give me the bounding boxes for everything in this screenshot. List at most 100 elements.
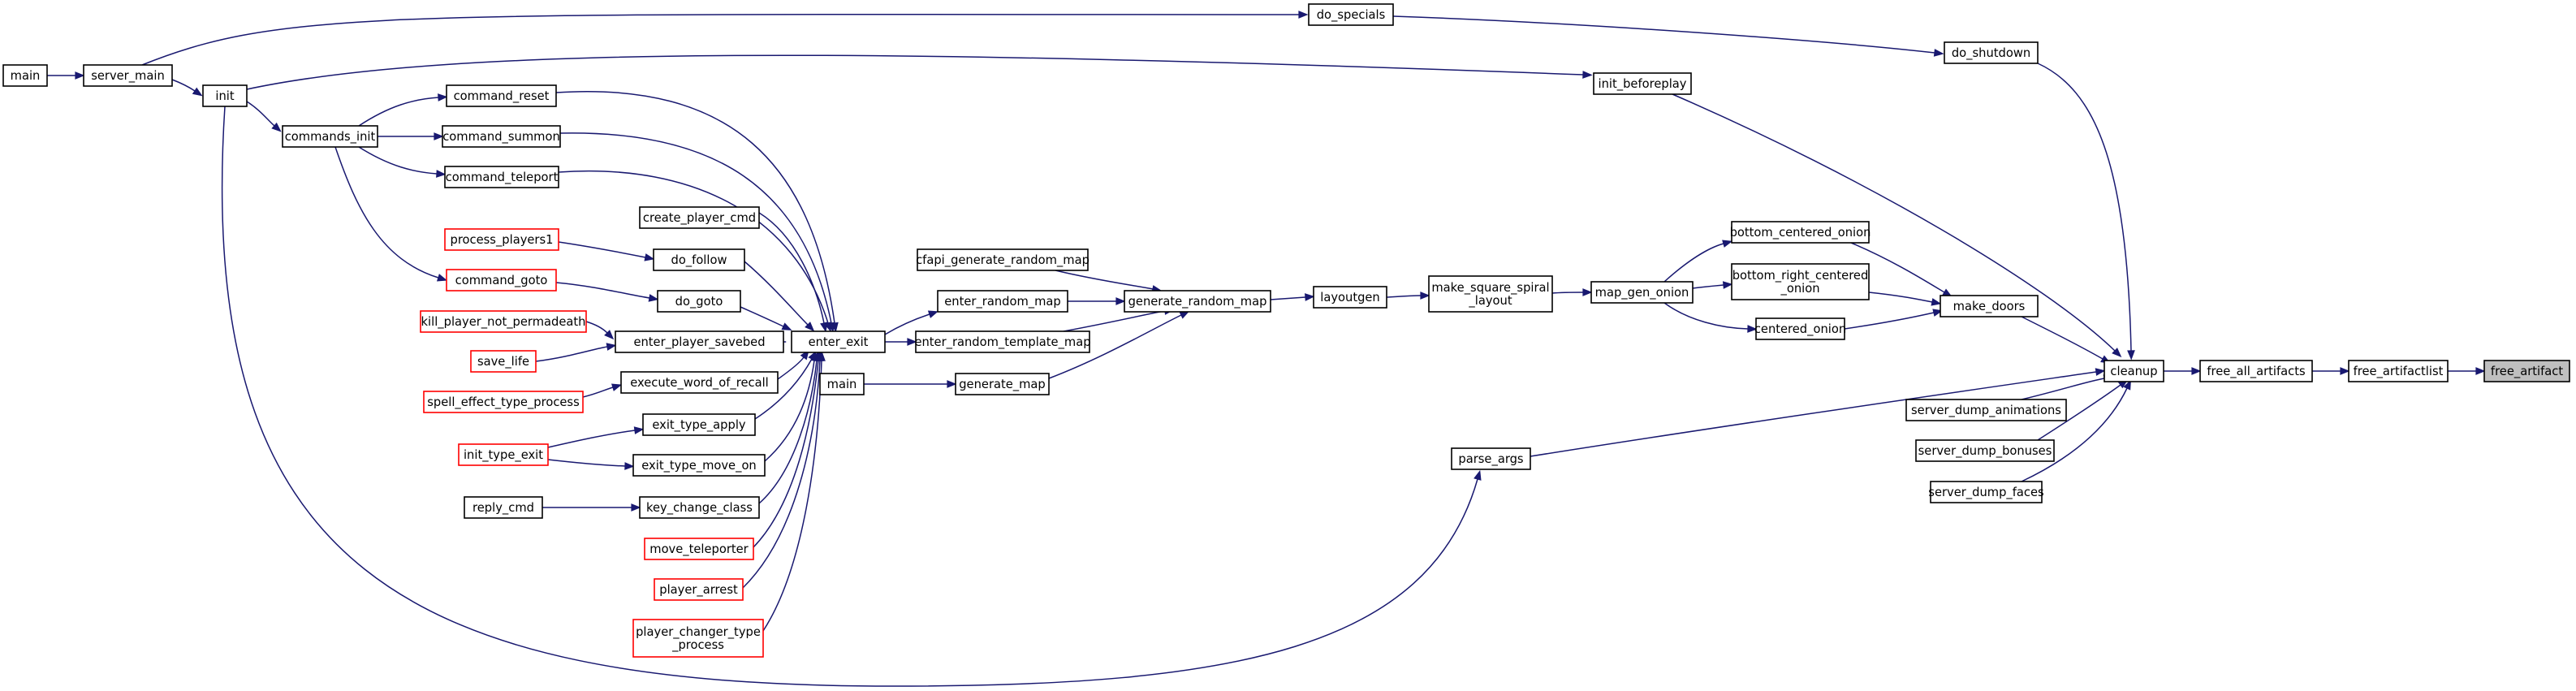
node-process_players1[interactable]: process_players1	[444, 228, 559, 251]
node-generate_map[interactable]: generate_map	[955, 373, 1050, 395]
node-commands_init[interactable]: commands_init	[282, 125, 378, 148]
node-do_shutdown[interactable]: do_shutdown	[1944, 41, 2039, 64]
arrowhead-icon	[434, 132, 444, 140]
node-label: server_dump_animations	[1911, 404, 2061, 417]
node-box	[1930, 481, 2043, 503]
node-label: do_shutdown	[1952, 46, 2030, 60]
edge-line	[2021, 316, 2104, 360]
edge-line	[1055, 270, 1154, 290]
node-make_doors[interactable]: make_doors	[1940, 295, 2039, 317]
node-server_dump_bonuses[interactable]: server_dump_bonuses	[1915, 439, 2055, 462]
node-save_life[interactable]: save_life	[470, 350, 537, 373]
node-command_goto[interactable]: command_goto	[446, 269, 557, 292]
node-box	[464, 496, 543, 519]
edge-line	[1386, 295, 1422, 298]
node-map_gen_onion[interactable]: map_gen_onion	[1590, 281, 1694, 304]
edge-main2-to-generate_map	[864, 380, 957, 388]
arrowhead-icon	[604, 330, 615, 340]
node-label: bottom_centered_onion	[1730, 226, 1871, 240]
edge-commands_init-to-command_summon	[378, 132, 444, 140]
node-box	[644, 538, 754, 560]
node-execute_word_of_recall[interactable]: execute_word_of_recall	[620, 371, 779, 394]
node-key_change_class[interactable]: key_change_class	[639, 496, 760, 519]
edge-line	[740, 306, 784, 327]
node-player_arrest[interactable]: player_arrest	[654, 578, 744, 601]
arrowhead-icon	[927, 310, 939, 318]
node-enter_exit[interactable]: enter_exit	[791, 330, 886, 353]
node-enter_random_template_map[interactable]: enter_random_template_map	[914, 330, 1091, 353]
node-command_summon[interactable]: command_summon	[442, 125, 561, 148]
node-server_main[interactable]: server_main	[83, 64, 173, 87]
node-make_square_spiral_layout[interactable]: make_square_spiral_layout	[1428, 275, 1553, 313]
node-enter_random_map[interactable]: enter_random_map	[937, 290, 1068, 313]
node-player_changer_type_process[interactable]: player_changer_type_process	[632, 619, 764, 658]
node-parse_args[interactable]: parse_args	[1451, 447, 1531, 470]
node-bottom_centered_onion[interactable]: bottom_centered_onion	[1730, 221, 1871, 244]
arrowhead-icon	[1298, 11, 1309, 19]
node-label: enter_random_map	[944, 295, 1060, 309]
edge-line	[547, 430, 636, 448]
node-layoutgen[interactable]: layoutgen	[1313, 286, 1387, 309]
node-do_follow[interactable]: do_follow	[653, 248, 745, 271]
node-box	[1940, 295, 2039, 317]
node-init_beforeplay[interactable]: init_beforeplay	[1593, 72, 1692, 95]
arrowhead-icon	[1582, 288, 1593, 296]
node-enter_player_savebed[interactable]: enter_player_savebed	[615, 330, 784, 353]
node-free_artifactlist[interactable]: free_artifactlist	[2348, 360, 2449, 382]
node-centered_onion[interactable]: centered_onion	[1754, 317, 1846, 340]
node-kill_player_not_permadeath[interactable]: kill_player_not_permadeath	[420, 310, 587, 333]
node-label: free_all_artifacts	[2207, 365, 2305, 378]
node-box	[653, 248, 745, 271]
node-exit_type_apply[interactable]: exit_type_apply	[642, 413, 756, 436]
node-free_artifact[interactable]: free_artifact	[2483, 360, 2570, 382]
node-label: _layout	[1468, 294, 1512, 308]
node-bottom_right_centered_onion[interactable]: bottom_right_centered_onion	[1731, 263, 1870, 300]
arrowhead-icon	[1582, 71, 1593, 79]
node-box	[420, 310, 587, 333]
edge-cfapi_generate_random_map-to-generate_random_map	[1055, 270, 1163, 293]
node-init[interactable]: init	[202, 84, 248, 107]
node-move_teleporter[interactable]: move_teleporter	[644, 538, 754, 560]
node-cfapi_generate_random_map[interactable]: cfapi_generate_random_map	[916, 248, 1090, 271]
node-box	[83, 64, 173, 87]
node-label: main	[11, 69, 41, 83]
node-server_dump_faces[interactable]: server_dump_faces	[1928, 481, 2044, 503]
arrowhead-icon	[2123, 379, 2131, 391]
node-do_goto[interactable]: do_goto	[657, 290, 741, 313]
node-spell_effect_type_process[interactable]: spell_effect_type_process	[423, 391, 584, 413]
node-create_player_cmd[interactable]: create_player_cmd	[639, 206, 760, 229]
node-exit_type_move_on[interactable]: exit_type_move_on	[632, 454, 766, 477]
node-label: kill_player_not_permadeath	[421, 315, 586, 329]
node-label: command_goto	[455, 274, 548, 287]
node-reply_cmd[interactable]: reply_cmd	[464, 496, 543, 519]
edge-process_players1-to-do_follow	[558, 241, 655, 261]
node-generate_random_map[interactable]: generate_random_map	[1124, 290, 1271, 313]
node-box	[1905, 399, 2067, 421]
edge-line	[764, 360, 815, 462]
node-main2[interactable]: main	[819, 373, 865, 395]
edge-map_gen_onion-to-bottom_right_centered_onion	[1692, 281, 1733, 289]
arrowhead-icon	[947, 380, 957, 388]
node-box	[1915, 439, 2055, 462]
edge-do_specials-to-do_shutdown	[1392, 15, 1944, 57]
edge-do_follow-to-enter_exit	[744, 261, 815, 332]
edges-layer	[47, 11, 2486, 687]
node-box	[657, 290, 741, 313]
edge-enter_random_map-to-generate_random_map	[1067, 297, 1126, 305]
node-box	[444, 228, 559, 251]
edge-line	[2021, 387, 2128, 482]
node-server_dump_animations[interactable]: server_dump_animations	[1905, 399, 2067, 421]
node-label: create_player_cmd	[643, 211, 756, 225]
node-init_type_exit[interactable]: init_type_exit	[458, 443, 549, 466]
node-cleanup[interactable]: cleanup	[2104, 360, 2164, 382]
arrowhead-icon	[1747, 325, 1758, 333]
node-label: init_type_exit	[464, 448, 543, 462]
node-command_teleport[interactable]: command_teleport	[444, 166, 559, 188]
node-label: do_goto	[675, 295, 723, 309]
node-box	[423, 391, 584, 413]
node-main1[interactable]: main	[2, 64, 48, 87]
node-do_specials[interactable]: do_specials	[1308, 3, 1394, 26]
node-free_all_artifacts[interactable]: free_all_artifacts	[2199, 360, 2313, 382]
node-box	[642, 413, 756, 436]
node-command_reset[interactable]: command_reset	[446, 84, 557, 107]
